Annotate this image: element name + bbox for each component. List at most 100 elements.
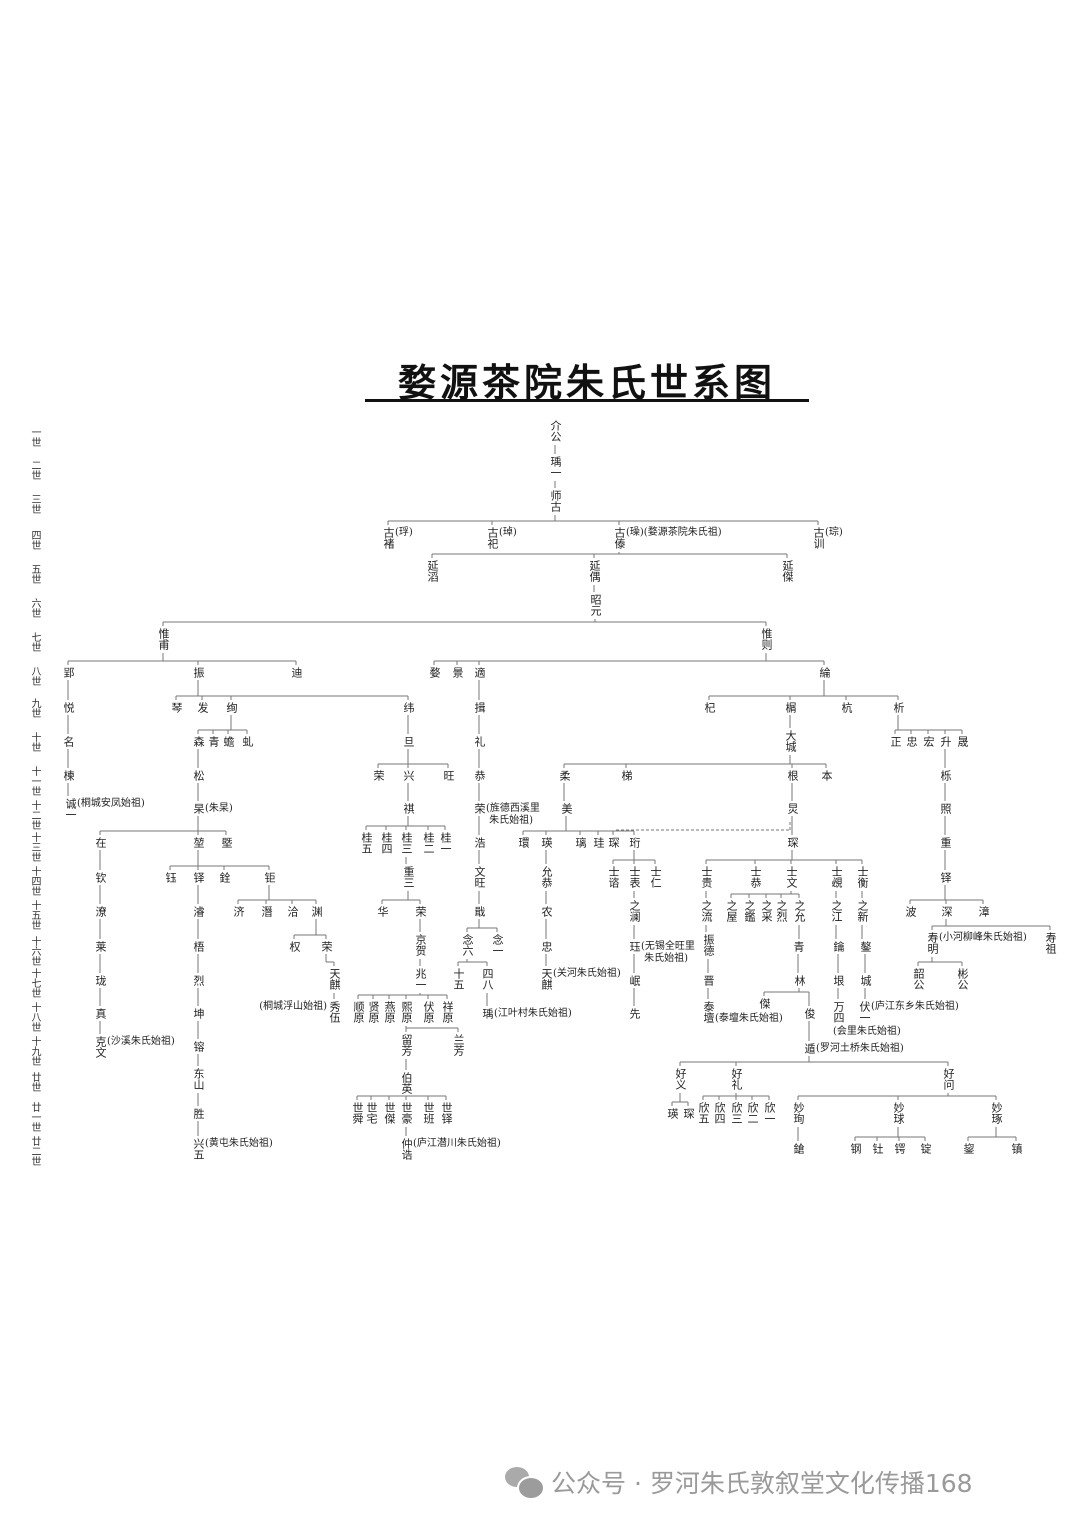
person-node: 延滔 xyxy=(426,560,439,585)
person-node: 旺 xyxy=(442,770,455,784)
person-node: 瑀一 xyxy=(549,456,562,481)
person-node: 权 xyxy=(288,941,301,955)
person-node: 延傑 xyxy=(781,560,794,585)
person-name: 天麒 xyxy=(540,968,553,990)
person-name: 天麒 xyxy=(328,968,341,990)
person-name: 之江 xyxy=(830,900,843,922)
person-node: 好义 xyxy=(674,1068,687,1093)
person-node: 振德 xyxy=(702,934,715,959)
person-name: 之鑑 xyxy=(743,900,756,922)
generation-label: 二世 xyxy=(29,460,40,480)
person-node: 正 xyxy=(889,736,902,750)
person-node: 莱 xyxy=(94,941,107,955)
person-node: 燕原 xyxy=(383,1001,396,1026)
person-node: 宏 xyxy=(922,736,935,750)
person-name: 重三 xyxy=(402,866,415,888)
person-node: 欣四 xyxy=(713,1102,726,1127)
person-name: 琴 xyxy=(170,702,183,713)
person-name: 伏一 xyxy=(858,1001,871,1023)
person-node: 天麒 xyxy=(328,968,341,993)
person-node: 荣(旌德西溪里 朱氏始祖) xyxy=(473,803,540,826)
person-name: 惟甫 xyxy=(157,628,170,650)
person-node: 发 xyxy=(196,702,209,716)
person-node: 顺原 xyxy=(352,1001,365,1026)
person-node: 济 xyxy=(232,906,245,920)
person-name: 惟则 xyxy=(760,628,773,650)
person-node: 士覕 xyxy=(830,866,843,891)
lineage-note: (罗河土桥朱氏始祖) xyxy=(816,1043,904,1054)
wechat-icon xyxy=(505,1465,545,1500)
person-name: 之澜 xyxy=(628,900,641,922)
person-node: 农 xyxy=(540,906,553,920)
person-node: 绚 xyxy=(225,702,238,716)
lineage-note: (朱杲) xyxy=(205,803,233,814)
person-name: 士贵 xyxy=(700,866,713,888)
person-name: 迪 xyxy=(290,667,303,678)
person-name: 旦 xyxy=(402,736,415,747)
person-node: 虬 xyxy=(241,736,254,750)
person-name: 桂五 xyxy=(360,832,373,854)
person-name: 虬 xyxy=(241,736,254,747)
person-name: 先 xyxy=(628,1008,641,1019)
generation-label: 五世 xyxy=(29,564,40,584)
person-name: 深 xyxy=(940,906,953,917)
person-node: 之鑑 xyxy=(743,900,756,925)
person-name: 铎 xyxy=(192,872,205,883)
generation-label: 十八世 xyxy=(29,1002,40,1032)
lineage-note: (桐城浮山始祖) xyxy=(259,1001,327,1012)
generation-label: 十一世 xyxy=(29,766,40,796)
lineage-note: (庐江潜川朱氏始祖) xyxy=(413,1138,501,1149)
person-name: 珑 xyxy=(94,975,107,986)
person-node: 琴 xyxy=(170,702,183,716)
person-node: 古训(琮) xyxy=(812,527,843,552)
person-node: 天麒(关河朱氏始祖) xyxy=(540,968,621,993)
person-node: 忠 xyxy=(905,736,918,750)
person-name: 鏊 xyxy=(859,941,872,952)
person-name: 忠 xyxy=(540,941,553,952)
person-name: 彬公 xyxy=(956,968,969,990)
person-node: 兴五(黄屯朱氏始祖) xyxy=(192,1138,273,1163)
person-node: 钜 xyxy=(263,872,276,886)
generation-label: 十三世 xyxy=(29,832,40,862)
person-name: 诚一 xyxy=(64,798,77,820)
person-name: 世班 xyxy=(422,1102,435,1124)
person-name: 妙琢 xyxy=(990,1102,1003,1124)
person-node: 栎 xyxy=(939,770,952,784)
person-node: 十五 xyxy=(452,968,465,993)
person-node: 镕 xyxy=(192,1041,205,1055)
person-name: 大城 xyxy=(784,730,797,752)
person-name: 璃 xyxy=(574,837,587,848)
person-name: 青 xyxy=(792,941,805,952)
person-node: 士衡 xyxy=(856,866,869,891)
person-name: 琛 xyxy=(786,837,799,848)
person-name: 杭 xyxy=(840,702,853,713)
person-node: 名 xyxy=(62,736,75,750)
person-name: 坤 xyxy=(192,1008,205,1019)
generation-label: 十九世 xyxy=(29,1036,40,1066)
person-node: 欣二 xyxy=(746,1102,759,1127)
person-node: 桂三 xyxy=(400,832,413,857)
person-name: 京贺 xyxy=(414,934,427,956)
lineage-note: (琸) xyxy=(499,527,517,538)
person-name: 景 xyxy=(451,667,464,678)
person-name: 士恭 xyxy=(749,866,762,888)
person-name: 念六 xyxy=(461,934,474,956)
person-name: 青 xyxy=(207,736,220,747)
person-name: 適 xyxy=(473,667,486,678)
person-name: 十五 xyxy=(452,968,465,990)
person-name: 好礼 xyxy=(730,1068,743,1090)
person-node: 郢 xyxy=(62,667,75,681)
person-node: 钢 xyxy=(849,1143,862,1157)
person-name: 士文 xyxy=(785,866,798,888)
generation-label: 六世 xyxy=(29,598,40,618)
person-name: 名 xyxy=(62,736,75,747)
person-node: 钰 xyxy=(164,872,177,886)
person-name: 在 xyxy=(94,837,107,848)
generation-label: 八世 xyxy=(29,666,40,686)
person-name: 重 xyxy=(939,837,952,848)
person-name: 本 xyxy=(820,770,833,781)
person-name: 綸 xyxy=(818,667,831,678)
person-node: 寿明(小河柳峰朱氏始祖) xyxy=(926,932,1027,957)
person-node: 珪 xyxy=(592,837,605,851)
person-name: 之新 xyxy=(856,900,869,922)
